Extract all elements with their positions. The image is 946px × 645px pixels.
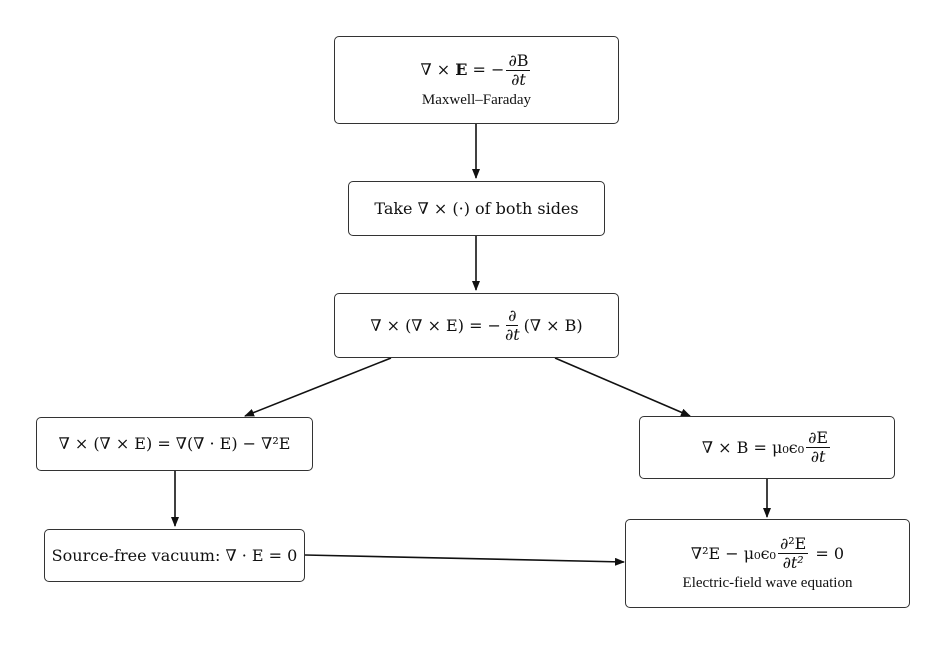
wave-rhs: = 0 xyxy=(810,543,845,563)
take-curl-text: Take ∇ × (·) of both sides xyxy=(374,199,578,219)
edge-source-free-to-wave xyxy=(304,554,625,566)
ampere-numerator: ∂E xyxy=(806,428,831,448)
wave-equation: ∇²E − μ₀ϵ₀ ∂²E ∂t² = 0 xyxy=(691,535,844,572)
curl-curl-rhs: (∇ × B) xyxy=(523,315,583,335)
faraday-equation: ∇ × E = − ∂B ∂t xyxy=(420,50,533,89)
curl-curl-lhs: ∇ × (∇ × E) = − xyxy=(370,315,501,335)
node-wave-equation: ∇²E − μ₀ϵ₀ ∂²E ∂t² = 0 Electric-field wa… xyxy=(625,519,910,608)
node-maxwell-faraday: ∇ × E = − ∂B ∂t Maxwell–Faraday xyxy=(334,36,619,124)
wave-numerator: ∂²E xyxy=(777,534,809,554)
curl-curl-numerator: ∂ xyxy=(506,306,519,326)
ampere-fraction: ∂E ∂t xyxy=(806,428,831,466)
curl-curl-fraction: ∂ ∂t xyxy=(503,307,522,344)
faraday-E: E xyxy=(455,60,468,79)
ampere-lhs: ∇ × B = μ₀ϵ₀ xyxy=(701,437,805,457)
curl-curl-denominator: ∂t xyxy=(504,325,520,344)
node-take-curl: Take ∇ × (·) of both sides xyxy=(348,181,605,236)
node-curl-curl: ∇ × (∇ × E) = − ∂ ∂t (∇ × B) xyxy=(334,293,619,358)
wave-caption: Electric-field wave equation xyxy=(682,575,853,591)
curl-curl-equation: ∇ × (∇ × E) = − ∂ ∂t (∇ × B) xyxy=(370,307,582,344)
faraday-equals: = − xyxy=(467,60,505,79)
wave-fraction: ∂²E ∂t² xyxy=(777,534,809,572)
node-ampere-maxwell: ∇ × B = μ₀ϵ₀ ∂E ∂t xyxy=(639,416,895,479)
faraday-fraction: ∂B ∂t xyxy=(506,50,531,89)
faraday-lhs: ∇ × xyxy=(420,60,456,79)
ampere-equation: ∇ × B = μ₀ϵ₀ ∂E ∂t xyxy=(702,429,832,466)
faraday-denominator: ∂t xyxy=(511,69,526,89)
take-curl-pre: Take xyxy=(374,198,418,218)
faraday-numerator: ∂B xyxy=(506,50,531,71)
take-curl-post: of both sides xyxy=(469,198,579,218)
wave-lhs: ∇²E − μ₀ϵ₀ xyxy=(690,543,776,563)
node-source-free-vacuum: Source-free vacuum: ∇ · E = 0 xyxy=(44,529,305,582)
take-curl-operator: ∇ × (·) xyxy=(417,198,470,218)
node-vector-identity: ∇ × (∇ × E) = ∇(∇ · E) − ∇²E xyxy=(36,417,313,471)
identity-equation: ∇ × (∇ × E) = ∇(∇ · E) − ∇²E xyxy=(58,434,291,453)
wave-denominator: ∂t² xyxy=(782,553,804,572)
source-free-text: Source-free vacuum: ∇ · E = 0 xyxy=(51,545,298,565)
faraday-caption: Maxwell–Faraday xyxy=(421,91,532,108)
edge-curl-curl-to-identity xyxy=(244,357,392,417)
edge-curl-curl-to-ampere xyxy=(554,357,691,417)
ampere-denominator: ∂t xyxy=(810,447,826,466)
